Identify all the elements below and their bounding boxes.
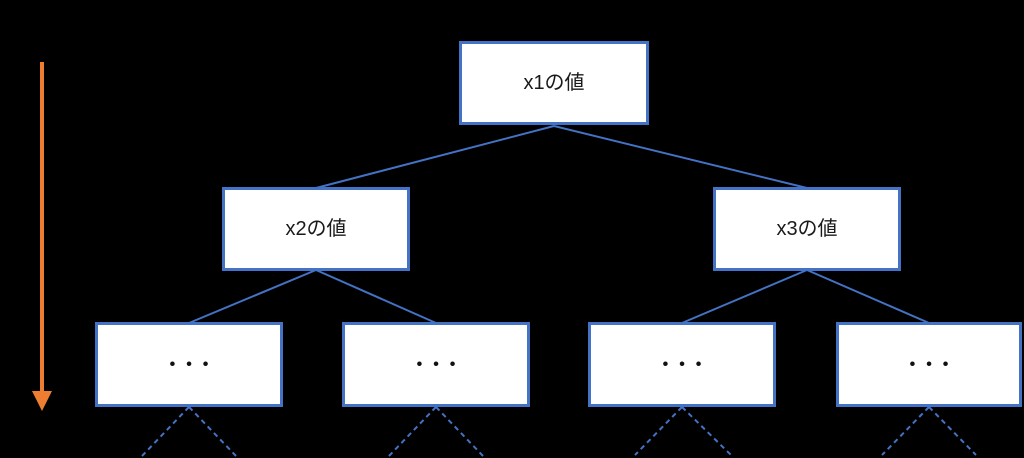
- dashed-connector-leaf1-left: [141, 406, 190, 457]
- tree-node-ellipsis-4: •••: [836, 322, 1022, 407]
- dashed-connector-leaf1-right: [188, 406, 237, 457]
- tree-node-ellipsis-3: •••: [588, 322, 776, 407]
- tree-node-ellipsis-1: •••: [95, 322, 283, 407]
- connector-root-x3: [553, 125, 808, 189]
- dashed-connector-leaf4-right: [928, 406, 977, 456]
- connector-x2-leaf1: [188, 269, 317, 324]
- tree-node-ellipsis-2-label: •••: [416, 355, 467, 373]
- tree-node-ellipsis-2: •••: [342, 322, 530, 407]
- dashed-connector-leaf2-right: [435, 406, 484, 457]
- tree-node-x1-label: x1の値: [523, 72, 585, 94]
- dashed-connector-leaf3-left: [634, 406, 683, 456]
- tree-node-x3: x3の値: [713, 187, 901, 271]
- connector-root-x2: [315, 125, 555, 189]
- tree-node-x2: x2の値: [222, 187, 410, 271]
- dashed-connector-leaf3-right: [681, 406, 732, 456]
- tree-node-ellipsis-4-label: •••: [909, 355, 960, 373]
- tree-node-x3-label: x3の値: [776, 218, 838, 240]
- connector-x3-leaf4: [806, 269, 930, 324]
- connector-x2-leaf2: [315, 269, 437, 324]
- down-arrow-icon: [32, 62, 52, 411]
- tree-node-x1: x1の値: [459, 41, 649, 125]
- tree-node-ellipsis-1-label: •••: [169, 355, 220, 373]
- dashed-connector-leaf4-left: [881, 406, 930, 456]
- tree-node-x2-label: x2の値: [285, 218, 347, 240]
- tree-node-ellipsis-3-label: •••: [662, 355, 713, 373]
- dashed-connector-leaf2-left: [388, 406, 437, 457]
- connector-x3-leaf3: [681, 269, 808, 324]
- down-arrow-head: [32, 391, 52, 411]
